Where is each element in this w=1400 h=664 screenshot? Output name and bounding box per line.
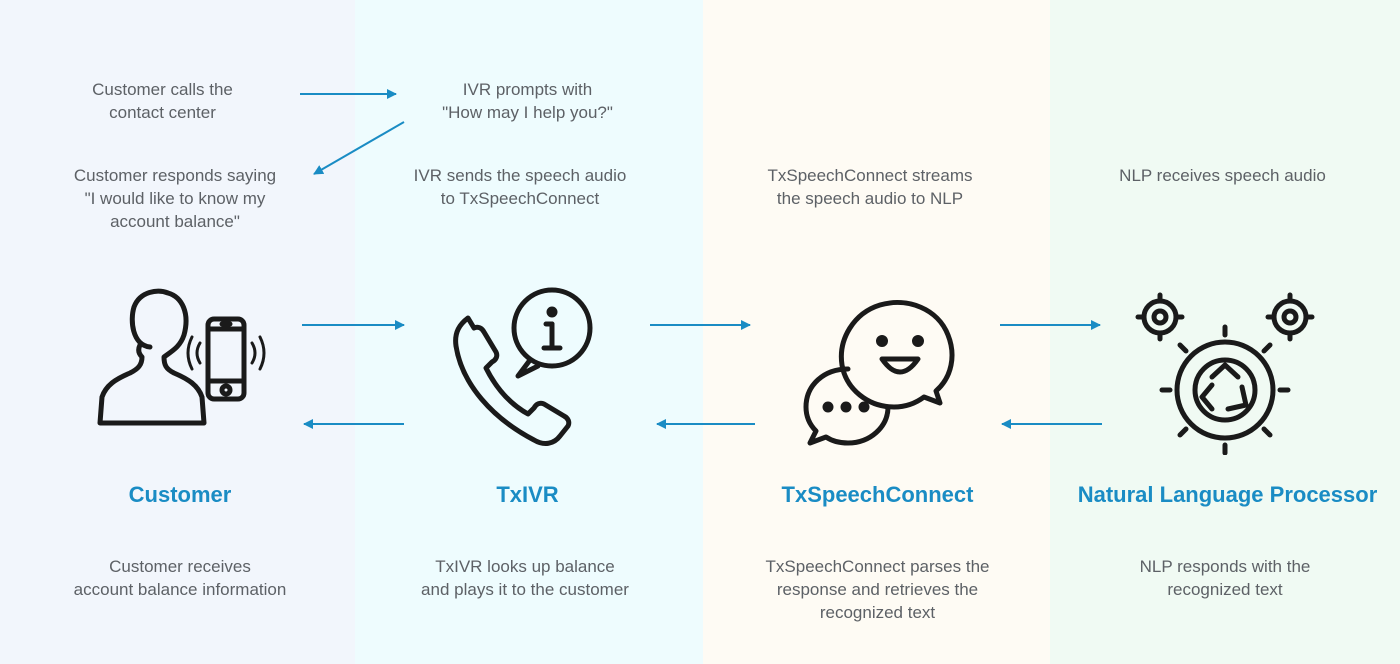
actor-customer-title: Customer [128,482,232,507]
step-speechconnect-streams: TxSpeechConnect streams the speech audio… [767,166,973,208]
gears-recycle-icon [1135,292,1315,455]
step-customer-responds: Customer responds saying "I would like t… [73,166,277,231]
actor-txivr-title: TxIVR [496,482,559,507]
actor-nlp-title: Natural Language Processor [1077,482,1378,507]
person-with-phone-icon [97,288,266,426]
step-nlp-receives: NLP receives speech audio [1119,166,1326,185]
step-ivr-lookup: TxIVR looks up balance and plays it to t… [421,557,629,599]
step-nlp-responds: NLP responds with the recognized text [1139,557,1311,599]
step-ivr-sends: IVR sends the speech audio to TxSpeechCo… [413,166,627,208]
step-ivr-prompts: IVR prompts with "How may I help you?" [442,80,613,122]
band-txivr [355,0,703,664]
chat-bubbles-icon [803,300,955,446]
step-customer-calls: Customer calls the contact center [92,80,233,122]
step-customer-receives: Customer receives account balance inform… [73,557,287,599]
arrow-prompt-to-customer [313,121,405,175]
phone-info-icon [453,287,593,446]
step-speechconnect-parses: TxSpeechConnect parses the response and … [765,557,990,622]
band-txspeechconnect [703,0,1050,664]
band-customer [0,0,355,664]
actor-txspeechconnect-title: TxSpeechConnect [781,482,974,507]
